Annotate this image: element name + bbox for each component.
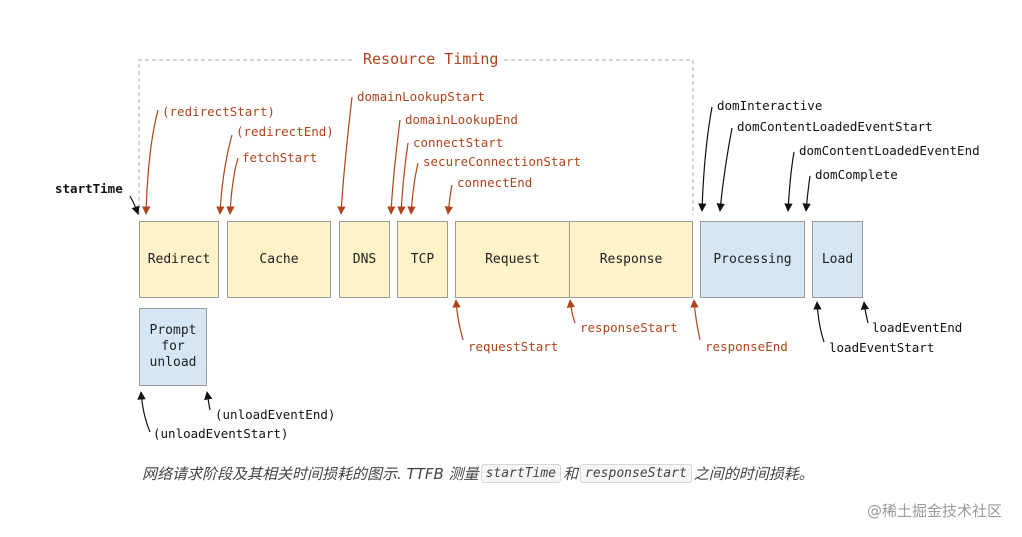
label-unload-event-start: (unloadEventStart) [153,426,289,441]
redirect-end-arrow [216,134,233,215]
label-domain-lookup-start: domainLookupStart [357,89,485,104]
processing-phase: Processing [700,221,805,298]
label-load-event-start: loadEventStart [829,340,935,355]
label-dom-complete: domComplete [815,167,898,182]
label-start-time: startTime [55,181,123,196]
connect-start-arrow [397,142,409,215]
load-event-start-arrow [813,301,825,343]
domain-lookup-end-arrow [387,119,401,215]
dom-complete-arrow [802,175,811,212]
label-dom-interactive: domInteractive [717,98,823,113]
resource-timing-title: Resource Timing [359,50,503,68]
dom-interactive-arrow [698,106,713,212]
request-phase: Request [455,221,570,298]
resource-timing-bracket [138,59,694,215]
redirect-start-arrow [142,109,159,215]
cache-phase: Cache [227,221,331,298]
figure-caption: 网络请求阶段及其相关时间损耗的图示. TTFB 测量 startTime 和 r… [142,463,814,484]
caption-code-response-start: responseStart [580,464,692,483]
domain-lookup-start-arrow [337,96,353,215]
label-response-end: responseEnd [705,339,788,354]
connect-end-arrow [444,184,454,215]
label-redirect-start: (redirectStart) [162,104,275,119]
label-dom-content-loaded-event-start: domContentLoadedEventStart [737,119,933,134]
dom-content-loaded-end-arrow [784,151,795,212]
response-phase: Response [569,221,693,298]
tcp-phase: TCP [397,221,448,298]
dns-phase: DNS [339,221,390,298]
unload-event-end-arrow [204,391,213,411]
watermark: @稀土掘金技术社区 [866,502,1002,520]
label-secure-connection-start: secureConnectionStart [423,154,582,169]
response-start-arrow [566,299,576,324]
caption-text-3: 之间的时间损耗。 [693,465,814,483]
response-end-arrow [690,299,701,341]
label-domain-lookup-end: domainLookupEnd [405,112,518,127]
label-dom-content-loaded-event-end: domContentLoadedEventEnd [799,143,980,158]
redirect-phase: Redirect [139,221,219,298]
caption-code-start-time: startTime [480,464,562,483]
label-connect-start: connectStart [413,135,504,150]
start-time-arrow [129,195,140,215]
label-fetch-start: fetchStart [242,150,318,165]
load-event-end-arrow [860,301,870,324]
label-unload-event-end: (unloadEventEnd) [215,407,336,422]
load-phase: Load [812,221,863,298]
request-start-arrow [452,299,464,341]
fetch-start-arrow [226,157,239,215]
caption-text-2: 和 [563,465,579,483]
dom-content-loaded-start-arrow [716,127,733,212]
label-connect-end: connectEnd [457,175,533,190]
secure-connection-start-arrow [407,162,419,215]
unload-event-start-arrow [137,391,151,433]
caption-text-1: 网络请求阶段及其相关时间损耗的图示. TTFB 测量 [142,465,479,483]
prompt-unload-phase: Prompt for unload [139,308,207,386]
label-load-event-end: loadEventEnd [872,320,963,335]
label-redirect-end: (redirectEnd) [236,124,334,139]
label-response-start: responseStart [580,320,678,335]
label-request-start: requestStart [468,339,559,354]
